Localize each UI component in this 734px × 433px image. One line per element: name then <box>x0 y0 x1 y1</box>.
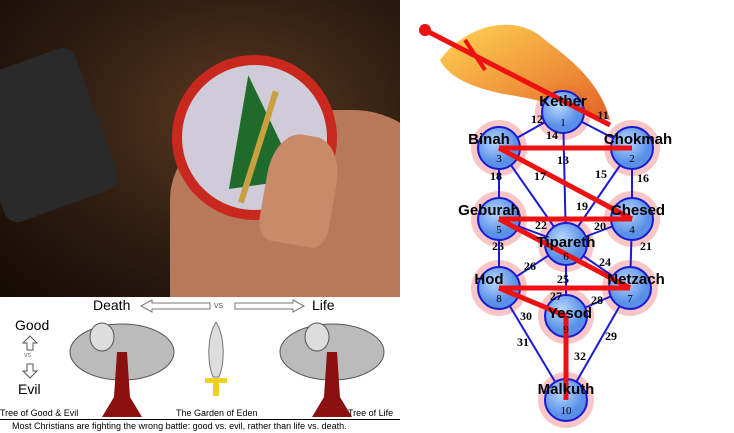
lightning-flash-segment <box>497 145 634 222</box>
sephira-number: 9 <box>563 324 569 336</box>
path-number: 28 <box>591 293 603 307</box>
sephira-name: Tipareth <box>537 234 596 251</box>
path-number: 29 <box>605 329 617 343</box>
sephira-number: 1 <box>560 117 566 129</box>
good-label: Good <box>15 317 50 333</box>
sephira-number: 10 <box>561 405 573 417</box>
up-down-arrows-icon <box>22 335 38 379</box>
sephira-name: Malkuth <box>538 381 595 398</box>
path-number: 15 <box>595 167 607 181</box>
divider <box>0 419 400 420</box>
sephira-name: Chesed <box>611 202 665 219</box>
path-number: 12 <box>531 112 543 126</box>
flaming-sword-icon <box>205 322 227 396</box>
sephira-name: Geburah <box>458 202 520 219</box>
life-label: Life <box>312 297 335 313</box>
sephira-name: Chokmah <box>604 131 672 148</box>
tree-of-good-and-evil-icon <box>69 322 175 417</box>
sephira-number: 4 <box>629 224 635 236</box>
path-number: 11 <box>597 108 608 122</box>
right-caption: Tree of Life <box>348 408 394 418</box>
path-number: 31 <box>517 335 529 349</box>
sephira-number: 2 <box>629 153 635 165</box>
vs-top-label: vs <box>214 300 223 310</box>
path-number: 13 <box>557 153 569 167</box>
sephira-name: Netzach <box>607 271 665 288</box>
sephira-number: 3 <box>496 153 502 165</box>
death-label: Death <box>93 297 131 313</box>
sephira-name: Yesod <box>548 305 592 322</box>
path-number: 26 <box>524 259 536 273</box>
sephira-number: 5 <box>496 224 502 236</box>
path-number: 16 <box>637 171 649 185</box>
sword-blade <box>423 27 612 128</box>
photo-patch <box>0 0 400 297</box>
double-arrow-icon <box>140 299 305 313</box>
camera <box>0 44 123 226</box>
path-number: 23 <box>492 239 504 253</box>
sword-pommel <box>419 24 431 36</box>
path-number: 24 <box>599 255 611 269</box>
path-number: 14 <box>546 128 558 142</box>
path-number: 18 <box>490 169 502 183</box>
footer-caption: Most Christians are fighting the wrong b… <box>12 421 347 431</box>
path-number: 17 <box>534 169 546 183</box>
left-caption: Tree of Good & Evil <box>0 408 79 418</box>
garden-of-eden-panel: Death vs Life Good vs Evil Tree of Good … <box>0 297 400 433</box>
sephira-name: Hod <box>474 271 503 288</box>
path-13 <box>562 111 567 245</box>
sephira-number: 6 <box>563 251 569 263</box>
sword-guard <box>463 38 487 72</box>
path-number: 32 <box>574 349 586 363</box>
sephira-number: 7 <box>627 293 633 305</box>
lightning-flash-segment <box>497 216 632 291</box>
vs-side-label: vs <box>24 352 31 359</box>
center-caption: The Garden of Eden <box>176 408 258 418</box>
evil-label: Evil <box>18 381 41 397</box>
path-number: 25 <box>557 272 569 286</box>
path-number: 21 <box>640 239 652 253</box>
tree-of-life-icon <box>279 322 385 417</box>
path-number: 20 <box>594 219 606 233</box>
path-number: 22 <box>535 218 547 232</box>
path-number: 30 <box>520 309 532 323</box>
sephira-name: Kether <box>539 93 587 110</box>
path-number: 19 <box>576 199 588 213</box>
sephira-name: Binah <box>468 131 510 148</box>
sephira-number: 8 <box>496 293 502 305</box>
path-number: 27 <box>550 289 562 303</box>
lightning-flash-segment <box>498 285 567 319</box>
